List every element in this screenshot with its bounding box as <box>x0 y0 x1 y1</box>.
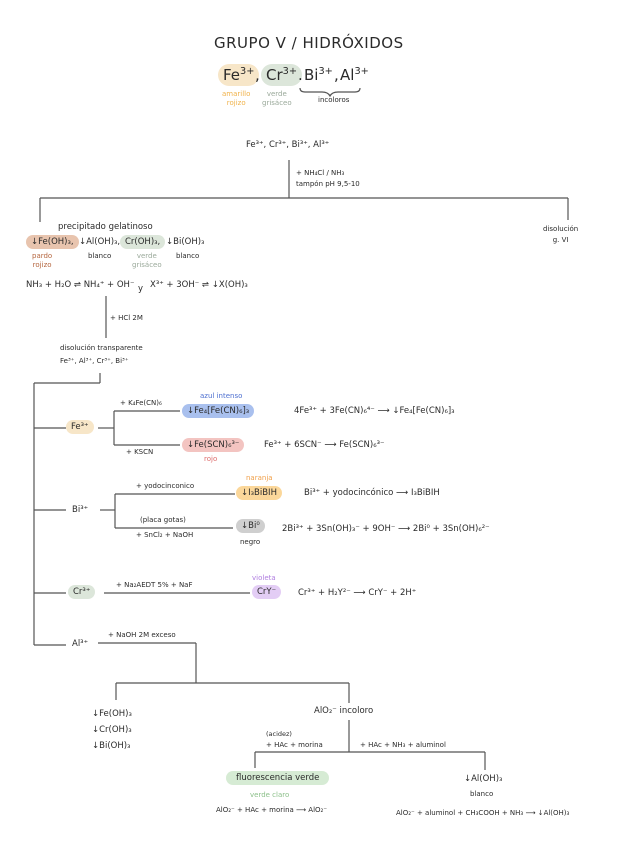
branch-fe-product-top: ↓Fe₄[Fe(CN)₆]₃ <box>182 404 255 418</box>
branch-al-right-product: ↓Al(OH)₃ <box>464 774 503 784</box>
precipitate-al: ↓Al(OH)₃, <box>79 237 121 247</box>
header-ion-al-charge: 3+ <box>354 66 369 77</box>
branch-fe-equation-bottom: Fe³⁺ + 6SCN⁻ ⟶ Fe(SCN)₆³⁻ <box>264 440 385 450</box>
precipitate-cr-color: verde grisáceo <box>132 252 162 270</box>
header-ion-fe-charge: 3+ <box>240 66 255 77</box>
label-line: rojizo <box>226 99 246 107</box>
branch-bi-equation-top: Bi³⁺ + yodocincónico ⟶ I₃BiBIH <box>304 488 440 498</box>
equation-ammonia: NH₃ + H₂O ⇌ NH₄⁺ + OH⁻ <box>26 280 135 290</box>
branch-al-solution: AlO₂⁻ incoloro <box>314 706 374 716</box>
label-line: verde <box>266 90 287 98</box>
branch-al-right-equation: AlO₂⁻ + aluminol + CH₃COOH + NH₃ ⟶ ↓Al(O… <box>396 809 570 817</box>
precipitate-item: ↓Fe(OH)₃ <box>92 709 132 719</box>
branch-bi-reagent-note: (placa gotas) <box>140 516 186 524</box>
branch-bi-product-bottom-color: negro <box>240 538 261 546</box>
branch-al-right-reagent: + HAc + NH₃ + aluminol <box>360 741 446 749</box>
header-fe-color-label: amarillo rojizo <box>222 90 250 108</box>
header-ion-fe: Fe3+ <box>218 64 260 86</box>
header-ion-cr-charge: 3+ <box>282 66 298 77</box>
start-ions: Fe³⁺, Cr³⁺, Bi³⁺, Al³⁺ <box>246 140 330 150</box>
header-ion-fe-symbol: Fe <box>223 66 241 84</box>
label-line: amarillo <box>222 90 251 98</box>
precipitate-fe: ↓Fe(OH)₃, <box>26 235 79 249</box>
branch-al-left-product: fluorescencia verde <box>226 771 330 785</box>
header-ion-bi-symbol: Bi <box>304 66 319 84</box>
header-ion-bi-charge: 3+ <box>318 66 333 77</box>
hcl-result-label: disolución transparente <box>60 344 143 352</box>
branch-bi-reagent-top: + yodocinconico <box>136 482 195 490</box>
branch-bi-reagent-bottom: + SnCl₂ + NaOH <box>136 531 194 539</box>
precipitate-item: ↓Cr(OH)₃ <box>92 725 132 735</box>
precipitate-fe-color: pardo rojizo <box>32 252 52 270</box>
branch-bi-product-top-color: naranja <box>246 474 273 482</box>
branch-al-left-note: (acidez) <box>266 730 292 738</box>
hcl-reagent: + HCl 2M <box>110 314 143 322</box>
precipitate-item: ↓Bi(OH)₃ <box>92 741 131 751</box>
branch-fe-product-top-color: azul intenso <box>200 392 243 400</box>
label-line: grisáceo <box>262 99 292 107</box>
precipitate-bi-color: blanco <box>176 252 200 260</box>
branch-al-precipitates: ↓Fe(OH)₃ ↓Cr(OH)₃ ↓Bi(OH)₃ <box>92 706 132 754</box>
header-comma: , <box>255 66 260 84</box>
branch-bi-ion: Bi³⁺ <box>72 505 89 515</box>
header-ion-al-symbol: Al <box>340 66 355 84</box>
branch-al-reagent: + NaOH 2M exceso <box>108 631 176 639</box>
label-line: g. VI <box>552 236 569 244</box>
hcl-result-ions: Fe³⁺, Al³⁺, Cr³⁺, Bi³⁺ <box>60 357 129 365</box>
precipitate-bi: ↓Bi(OH)₃ <box>166 237 205 247</box>
header-incoloros-label: incoloros <box>318 96 350 104</box>
reagent-line: tampón pH 9,5-10 <box>296 180 360 188</box>
branch-bi-product-bottom: ↓Bi⁰ <box>236 519 265 533</box>
header-ion-al: Al3+ <box>340 66 369 84</box>
branch-al-left-equation: AlO₂⁻ + HAc + morina ⟶ AlO₂⁻ <box>216 806 328 814</box>
branch-cr-equation: Cr³⁺ + H₂Y²⁻ ⟶ CrY⁻ + 2H⁺ <box>298 588 417 598</box>
branch-fe-product-bottom-color: rojo <box>204 455 218 463</box>
branch-fe-reagent-bottom: + KSCN <box>126 448 154 456</box>
label-line: pardo <box>32 252 53 260</box>
equation-hydroxide: X³⁺ + 3OH⁻ ⇌ ↓X(OH)₃ <box>150 280 248 290</box>
branch-fe-ion: Fe³⁺ <box>66 420 94 434</box>
label-line: grisáceo <box>132 261 162 269</box>
header-comma: . <box>298 66 303 84</box>
label-line: disolución <box>543 225 579 233</box>
header-comma: , <box>334 66 339 84</box>
incoloros-brace <box>299 87 361 98</box>
branch-al-right-product-color: blanco <box>470 790 494 798</box>
branch-cr-product: CrY⁻ <box>252 585 282 599</box>
branch-fe-product-bottom: ↓Fe(SCN)₆³⁻ <box>182 438 245 452</box>
header-cr-color-label: verde grisáceo <box>262 90 292 108</box>
branch-cr-reagent: + Na₂AEDT 5% + NaF <box>116 581 193 589</box>
branch-cr-ion: Cr³⁺ <box>68 585 96 599</box>
precipitate-cr: Cr(OH)₃, <box>120 235 166 249</box>
equation-connector: y <box>138 284 144 294</box>
header-ion-bi: Bi3+ <box>304 66 333 84</box>
branch-al-ion: Al³⁺ <box>72 639 89 649</box>
page-title: GRUPO V / HIDRÓXIDOS <box>214 34 404 52</box>
branch-bi-equation-bottom: 2Bi³⁺ + 3Sn(OH)₃⁻ + 9OH⁻ ⟶ 2Bi⁰ + 3Sn(OH… <box>282 524 490 534</box>
branch-al-left-reagent: + HAc + morina <box>266 741 323 749</box>
header-ion-cr: Cr3+ <box>261 64 303 86</box>
branch-cr-product-color: violeta <box>252 574 276 582</box>
label-line: rojizo <box>32 261 52 269</box>
branch-bi-product-top: ↓I₃BiBIH <box>236 486 282 500</box>
label-line: verde <box>136 252 157 260</box>
precipitate-al-color: blanco <box>88 252 112 260</box>
branch-fe-equation-top: 4Fe³⁺ + 3Fe(CN)₆⁴⁻ ⟶ ↓Fe₄[Fe(CN)₆]₃ <box>294 406 455 416</box>
precipitate-label: precipitado gelatinoso <box>58 222 153 232</box>
start-reagent: + NH₄Cl / NH₃ tampón pH 9,5-10 <box>296 168 360 190</box>
header-ion-cr-symbol: Cr <box>266 66 283 84</box>
solution-gvi: disolución g. VI <box>543 224 578 246</box>
reagent-line: + NH₄Cl / NH₃ <box>296 169 345 177</box>
branch-fe-reagent-top: + K₄Fe(CN)₆ <box>120 399 162 407</box>
branch-al-left-product-color: verde claro <box>250 791 290 799</box>
